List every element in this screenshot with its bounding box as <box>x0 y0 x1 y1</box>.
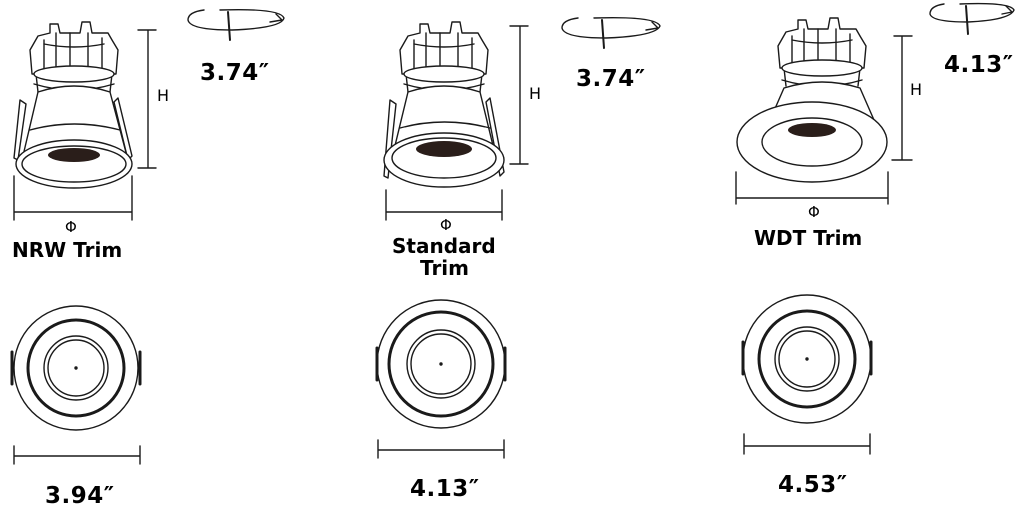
wdt-cutout-value: 4.53″ <box>778 472 848 498</box>
nrw-cutout-value: 3.94″ <box>45 483 115 509</box>
nrw-side-view <box>13 9 285 221</box>
nrw-trim-name: NRW Trim <box>12 238 123 262</box>
nrw-front-view <box>10 305 142 465</box>
nrw-diameter-label: Φ <box>65 218 77 236</box>
standard-front-view <box>375 299 507 459</box>
nrw-height-value: 3.74″ <box>200 60 270 86</box>
wdt-side-view <box>735 2 1015 205</box>
standard-height-label: H <box>529 84 542 103</box>
standard-diameter-label: Φ <box>440 216 452 234</box>
wdt-height-label: H <box>910 80 923 99</box>
standard-trim-name-line1: Standard <box>392 234 496 258</box>
standard-trim-name-line2: Trim <box>420 256 470 280</box>
standard-cutout-value: 4.13″ <box>410 476 480 502</box>
wdt-front-view <box>741 294 873 455</box>
standard-height-value: 3.74″ <box>576 66 646 92</box>
wdt-trim-name: WDT Trim <box>754 226 863 250</box>
wdt-diameter-label: Φ <box>808 203 820 221</box>
nrw-height-label: H <box>157 86 170 105</box>
standard-side-view <box>383 17 661 221</box>
wdt-height-value: 4.13″ <box>944 52 1014 78</box>
